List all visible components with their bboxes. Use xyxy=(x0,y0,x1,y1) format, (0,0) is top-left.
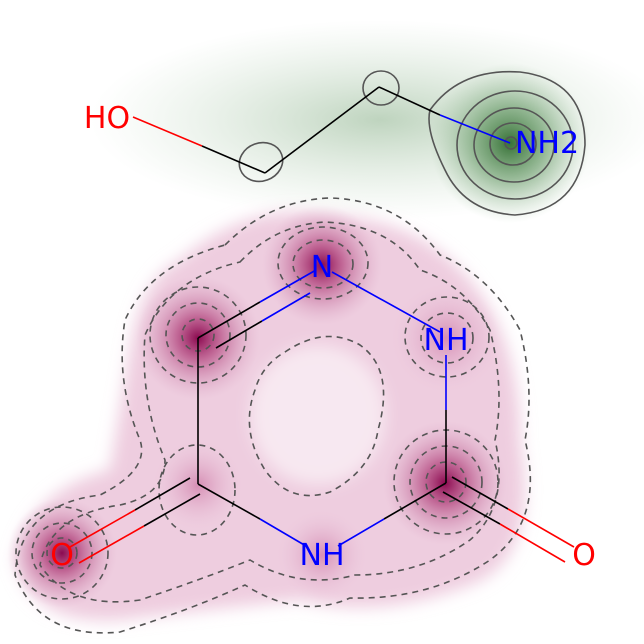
bond-ntop-nh xyxy=(331,271,441,333)
contour-amine-5 xyxy=(504,136,518,150)
contour-ch2-top xyxy=(362,70,400,106)
negative-peak-nh-right xyxy=(391,283,501,393)
contour-c-left-1 xyxy=(149,286,247,384)
contour-amine-2 xyxy=(456,90,574,200)
contour-o-left-3 xyxy=(46,537,78,569)
bond-clow-nhbot-black xyxy=(383,482,447,520)
bond-c2-c3 xyxy=(264,86,380,174)
bond-cll-oleft-black-2 xyxy=(143,493,201,527)
bond-clow-oright-red-2 xyxy=(499,523,566,563)
contour-amine-outer xyxy=(428,70,586,216)
atom-label-hydroxyl: HO xyxy=(84,101,130,136)
bond-nhbot-cll-black xyxy=(197,483,261,520)
bond-cll-oleft-red-1 xyxy=(69,509,136,548)
bond-o-c1 xyxy=(132,116,203,147)
contour-ring-2 xyxy=(39,221,500,603)
atom-label-ring-n: N xyxy=(311,250,333,285)
bond-cleft-ntop-double-black xyxy=(215,320,263,349)
bond-c3-n-blue xyxy=(439,114,511,144)
contour-n-top-2 xyxy=(292,239,354,289)
contour-c-left-2 xyxy=(165,302,231,368)
atom-label-oxygen-right: O xyxy=(572,538,596,573)
contour-n-top-1 xyxy=(277,226,369,300)
contour-o-left-1 xyxy=(15,506,109,600)
atom-labels: HO NH2 N NH NH O O xyxy=(50,101,596,573)
contour-amine-3 xyxy=(473,107,555,183)
contour-amine-4 xyxy=(489,122,537,166)
bond-cleft-ntop-black xyxy=(197,301,261,339)
bond-clow-oright-black-2 xyxy=(442,491,501,525)
contour-nh-right-1 xyxy=(404,296,490,378)
bonds xyxy=(69,86,575,564)
contour-ring-inner-hole xyxy=(248,335,385,497)
bond-cll-oleft-red-2 xyxy=(78,525,145,564)
bond-c3-n-black xyxy=(378,86,441,116)
bond-cleft-ntop-double-blue xyxy=(261,292,311,322)
positive-contours xyxy=(238,70,586,216)
atom-label-ring-nh-bottom: NH xyxy=(300,538,345,573)
atom-label-oxygen-left: O xyxy=(50,538,74,573)
bond-cleft-ntop-blue xyxy=(259,269,317,303)
contour-o-left-2 xyxy=(31,522,93,584)
atom-label-amine: NH2 xyxy=(515,126,579,161)
contribution-heatmap xyxy=(7,20,644,621)
contour-c-leftlow xyxy=(158,444,236,536)
bond-nhbot-cll-blue xyxy=(259,518,307,547)
bond-clow-nhbot-blue xyxy=(337,518,385,547)
contour-nh-right-2 xyxy=(420,312,474,364)
contour-ch2-mid xyxy=(238,141,284,183)
bond-clow-oright-black-1 xyxy=(451,476,509,510)
bond-cll-oleft-black-1 xyxy=(134,477,191,511)
contour-ring-outer xyxy=(14,197,532,634)
bond-clow-oright-red-1 xyxy=(507,508,575,548)
ring-center-light xyxy=(250,345,386,485)
bond-c1-c2 xyxy=(201,145,266,174)
atom-label-ring-nh-right: NH xyxy=(424,323,469,358)
